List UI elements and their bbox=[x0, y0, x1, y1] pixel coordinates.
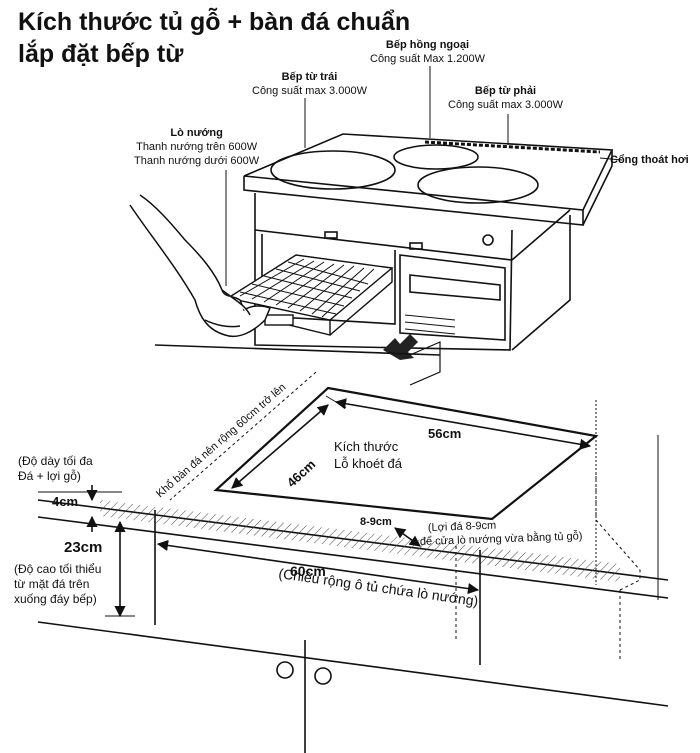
height-value: 23cm bbox=[64, 539, 103, 556]
right-hob-power: Công suất max 3.000W bbox=[448, 99, 563, 111]
edge-note-1: (Lợi đá 8-9cm bbox=[428, 520, 497, 534]
height-note-line-1: (Độ cao tối thiểu bbox=[14, 562, 102, 576]
thickness-note-line-2: Đá + lợi gỗ) bbox=[18, 469, 81, 483]
cabinet-width-value: 60cm bbox=[290, 563, 326, 579]
infrared-hob-name: Bếp hồng ngoại bbox=[385, 39, 470, 51]
height-note-line-3: xuống đáy bếp) bbox=[14, 592, 97, 606]
oven-bottom-heater: Thanh nướng dưới 600W bbox=[134, 155, 260, 167]
oven-top-heater: Thanh nướng trên 600W bbox=[136, 141, 258, 153]
infrared-hob-power: Công suất Max 1.200W bbox=[370, 53, 485, 65]
title-line-2: lắp đặt bếp từ bbox=[18, 40, 184, 68]
left-hob-label: Bếp từ trái Công suất max 3.000W bbox=[252, 70, 367, 98]
leader-lines bbox=[225, 66, 623, 286]
oven-label: Lò nướng Thanh nướng trên 600W Thanh nướ… bbox=[134, 126, 259, 168]
cutout-depth-value: 46cm bbox=[284, 457, 319, 491]
right-hob-burner bbox=[417, 166, 539, 204]
oven-name: Lò nướng bbox=[170, 127, 223, 139]
cutout-label-line-1: Kích thước bbox=[334, 439, 399, 454]
title-line-1: Kích thước tủ gỗ + bàn đá chuẩn bbox=[18, 8, 411, 36]
cabinet-knob-left[interactable] bbox=[276, 661, 294, 679]
cutout-width-value: 56cm bbox=[428, 426, 462, 441]
dimension-lines bbox=[38, 371, 592, 618]
left-hob-name: Bếp từ trái bbox=[281, 71, 338, 83]
height-note: (Độ cao tối thiểu từ mặt đá trên xuống đ… bbox=[14, 562, 101, 607]
infrared-hob-burner bbox=[393, 144, 479, 170]
left-hob-power: Công suất max 3.000W bbox=[252, 85, 367, 97]
left-hob-burner bbox=[270, 150, 396, 190]
thickness-note-line-1: (Độ dày tối đa bbox=[18, 454, 93, 468]
vent-label: Cổng thoát hơi bbox=[610, 154, 689, 166]
height-note-line-2: từ mặt đá trên bbox=[14, 577, 90, 591]
thickness-note: (Độ dày tối đa Đá + lợi gỗ) bbox=[18, 454, 93, 484]
cabinet bbox=[37, 510, 669, 753]
edge-gap-value: 8-9cm bbox=[360, 516, 392, 528]
infrared-hob-label: Bếp hồng ngoại Công suất Max 1.200W bbox=[370, 38, 485, 66]
oven-tray bbox=[226, 254, 394, 336]
cutout-label: Kích thước Lỗ khoét đá bbox=[334, 438, 402, 472]
right-hob-label: Bếp từ phải Công suất max 3.000W bbox=[448, 84, 563, 112]
hand-illustration bbox=[129, 194, 271, 337]
cabinet-knob-right[interactable] bbox=[314, 667, 332, 685]
insert-arrow bbox=[383, 334, 441, 386]
right-hob-name: Bếp từ phải bbox=[474, 85, 537, 97]
countertop bbox=[37, 344, 669, 660]
thickness-value: 4cm bbox=[52, 494, 79, 509]
stone-width-note: Khổ bàn đá nên rộng 60cm trở lên bbox=[154, 381, 288, 500]
cutout-label-line-2: Lỗ khoét đá bbox=[334, 456, 402, 471]
edge-note-2: để cửa lò nướng vừa bằng tủ gỗ) bbox=[420, 529, 583, 548]
page-title: Kích thước tủ gỗ + bàn đá chuẩn lắp đặt … bbox=[18, 6, 410, 70]
cooktop-appliance bbox=[243, 133, 614, 351]
